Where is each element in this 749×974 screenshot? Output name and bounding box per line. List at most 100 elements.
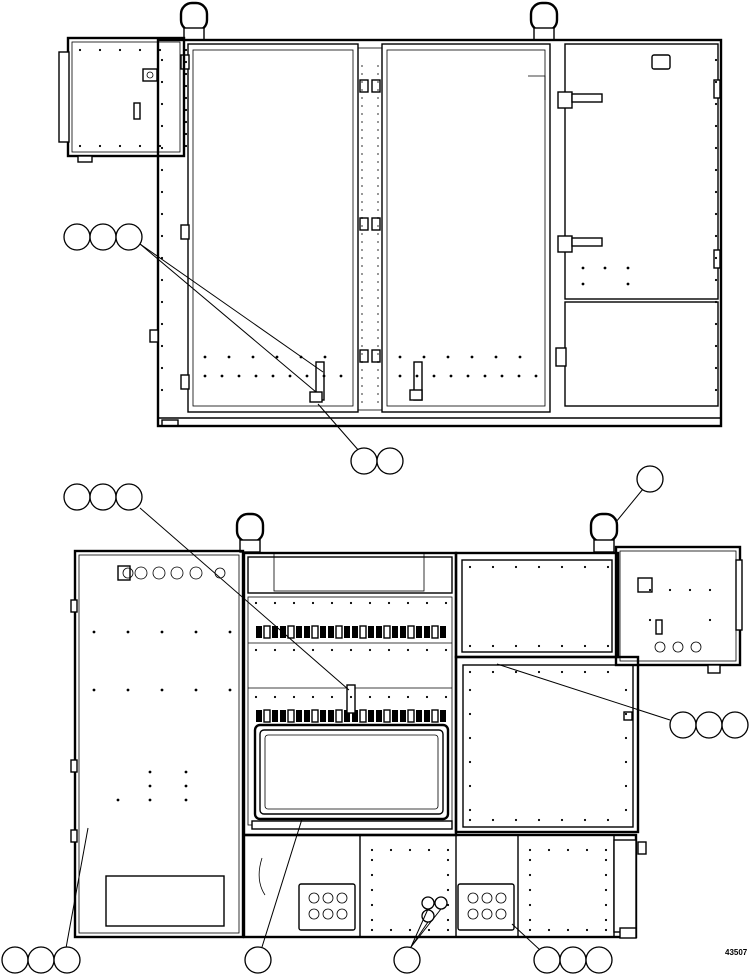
rivet-dot [537,818,541,822]
rivet-dot [251,355,255,359]
upper-left-door [187,43,359,413]
rivet-dot [604,858,608,862]
rivet-dot [389,928,393,932]
rivet-dot [184,72,188,76]
rivet-dot [118,48,122,52]
rivet-dot [560,644,564,648]
rivet-dot [368,601,372,605]
rivet-dot [714,300,718,304]
rivet-dot [349,695,353,699]
rivet-dot [194,630,198,634]
rivet-dot [254,695,258,699]
rivet-dot [323,355,327,359]
rivet-dot [370,848,374,852]
rivet-dot [604,873,608,877]
rivet-dot [537,644,541,648]
rivet-dot [148,784,152,788]
terminal-block [272,626,278,638]
rivet-dot [648,618,652,622]
rivet-dot [138,48,142,52]
rivet-dot [528,888,532,892]
rivet-dot [446,848,450,852]
upper-callout-group-two [317,403,404,475]
lower-callout-bottom-right-four [511,923,613,974]
terminal-block [424,710,430,722]
rivet-dot [514,565,518,569]
rivet-dot [427,928,431,932]
rivet-dot [184,120,188,124]
rivet-dot [714,168,718,172]
rivet-dot [714,278,718,282]
rivet-dot [422,355,426,359]
terminal-block [256,626,262,638]
terminal-block [287,625,295,639]
rivet-dot [184,108,188,112]
terminal-block [263,625,271,639]
rivet-dot [708,618,712,622]
terminal-block [352,710,358,722]
rivet-dot [160,630,164,634]
rivet-dot [406,695,410,699]
rivet-dot [606,565,610,569]
rivet-dot [220,374,224,378]
rivet-dot [275,355,279,359]
lower-callout-right-three [496,663,749,739]
rivet-dot [160,300,164,304]
rivet-dot [517,374,521,378]
rivet-dot [468,712,472,716]
rivet-dot [254,601,258,605]
terminal-block [304,710,310,722]
rivet-dot [468,670,472,674]
rivet-dot [160,322,164,326]
upper-view-enclosure [58,1,723,428]
rivet-dot [194,688,198,692]
document-number: 43507 [725,948,748,957]
terminal-block [392,626,398,638]
rivet-dot [398,355,402,359]
rivet-dot [160,102,164,106]
rivet-dot [714,146,718,150]
rivet-dot [624,688,628,692]
terminal-block [431,625,439,639]
lower-callout-top-left-three [63,483,350,691]
terminal-block [383,709,391,723]
rivet-dot [311,695,315,699]
rivet-dot [714,366,718,370]
rivet-dot [714,212,718,216]
rivet-dot [606,818,610,822]
terminal-block [272,710,278,722]
rivet-dot [446,355,450,359]
rivet-dot [116,798,120,802]
lower-callout-top-right-single [615,465,664,523]
rivet-dot [491,644,495,648]
rivet-dot [78,48,82,52]
lower-lifting-eye-left [235,512,265,553]
rivet-dot [370,918,374,922]
rivet-dot [604,903,608,907]
rivet-dot [444,601,448,605]
rivet-dot [370,858,374,862]
rivet-dot [78,144,82,148]
rivet-dot [514,670,518,674]
rivet-dot [292,648,296,652]
rivet-dot [160,80,164,84]
upper-right-door [381,43,551,413]
rivet-dot [494,355,498,359]
rivet-dot [468,736,472,740]
rivet-dot [585,928,589,932]
rivet-dot [534,374,538,378]
rivet-dot [624,712,628,716]
rivet-dot [387,601,391,605]
rivet-dot [160,688,164,692]
rivet-dot [432,374,436,378]
rivet-dot [184,132,188,136]
rivet-dot [160,146,164,150]
rivet-dot [714,344,718,348]
rivet-dot [184,770,188,774]
terminal-block [311,625,319,639]
rivet-dot [425,695,429,699]
rivet-dot [528,903,532,907]
rivet-dot [138,144,142,148]
rivet-dot [528,848,532,852]
lower-rivets [92,565,712,932]
